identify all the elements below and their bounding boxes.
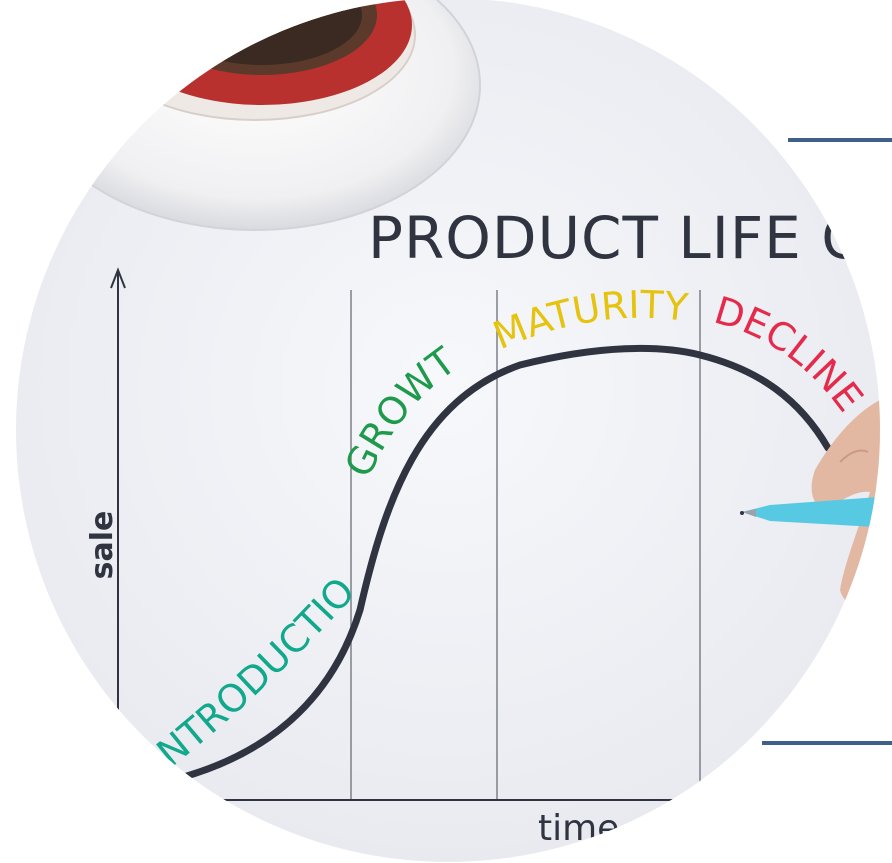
pen-icon	[740, 496, 880, 528]
life-cycle-curve	[176, 344, 832, 782]
x-axis-label: time	[538, 808, 619, 849]
accent-line-bottom	[762, 741, 892, 745]
chart-title: PRODUCT LIFE CYCL	[368, 204, 892, 272]
y-axis-label: sale	[85, 511, 120, 580]
accent-line-top	[788, 138, 892, 142]
